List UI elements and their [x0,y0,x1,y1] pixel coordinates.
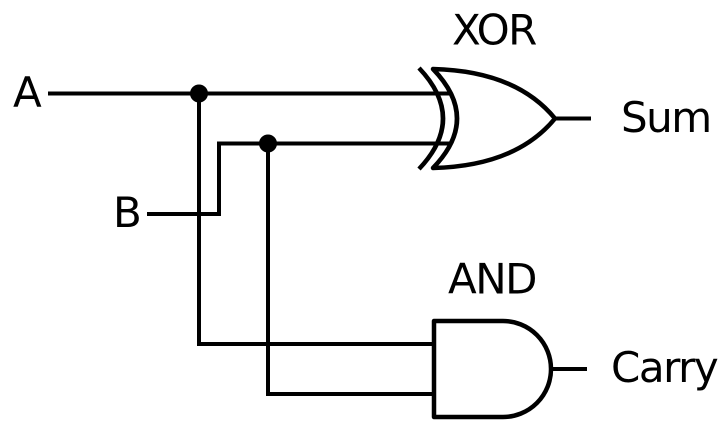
xor-gate-label: XOR [452,6,536,55]
xor-gate-body [430,66,558,171]
and-gate-body [431,318,554,420]
sum-output-label: Sum [621,93,711,142]
wires [48,91,591,396]
wire-input-b [147,141,453,216]
and-gate-label: AND [448,255,536,304]
junction-dot-a [190,84,208,103]
and-gate [431,318,554,420]
input-b-label: B [113,188,140,237]
input-a-label: A [13,68,42,117]
wire-branch-a-to-and [197,93,440,346]
xor-gate-leading-arc [417,66,446,171]
xor-gate [417,66,558,171]
wire-branch-b-to-and [266,143,440,396]
junction-dot-b [259,134,277,153]
carry-output-label: Carry [611,343,718,392]
